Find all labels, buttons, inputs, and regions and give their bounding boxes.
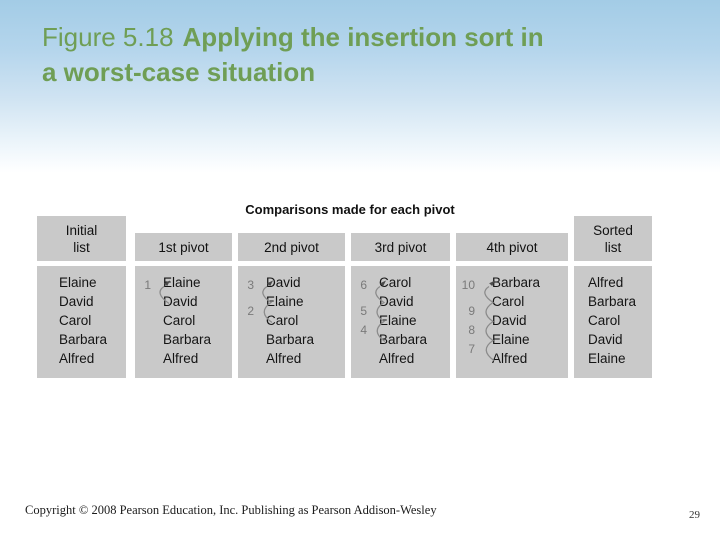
list-name: Elaine bbox=[59, 275, 97, 290]
name-list: 6 5 4 Carol David Elaine Barbara Alfred bbox=[351, 266, 450, 378]
comparison-number: 8 bbox=[468, 323, 475, 337]
columns-row: Initial list Elaine David Carol Barbara … bbox=[30, 216, 652, 378]
list-name: Barbara bbox=[266, 332, 315, 347]
list-name: Elaine bbox=[588, 351, 626, 366]
list-name: David bbox=[379, 294, 414, 309]
list-name: Elaine bbox=[492, 332, 530, 347]
list-name: Alfred bbox=[59, 351, 95, 366]
column-header: Initial list bbox=[37, 216, 126, 261]
list-name: Elaine bbox=[163, 275, 201, 290]
list-name: David bbox=[492, 313, 527, 328]
list-name: Carol bbox=[492, 294, 525, 309]
comparison-number: 7 bbox=[468, 342, 475, 356]
comparison-number: 4 bbox=[360, 323, 367, 337]
list-name: Carol bbox=[266, 313, 299, 328]
list-name: Alfred bbox=[163, 351, 199, 366]
list-name: Alfred bbox=[379, 351, 415, 366]
slide-title: Figure 5.18 Applying the insertion sort i… bbox=[42, 20, 682, 90]
comparison-arcs-icon bbox=[159, 280, 170, 305]
list-name: Barbara bbox=[379, 332, 428, 347]
list-name: Barbara bbox=[492, 275, 541, 290]
list-name: Alfred bbox=[588, 275, 624, 290]
column-3rd-pivot: 3rd pivot 6 5 4 Carol David Elaine Barba… bbox=[351, 216, 450, 378]
list-name: David bbox=[266, 275, 301, 290]
comparison-arcs-icon bbox=[262, 280, 273, 324]
title-bold-line1: Applying the insertion sort in bbox=[182, 22, 544, 52]
name-list: 1 Elaine David Carol Barbara Alfred bbox=[135, 266, 232, 378]
title-bold-line2: a worst-case situation bbox=[42, 57, 316, 87]
comparison-number: 1 bbox=[144, 278, 151, 292]
name-list: 10 9 8 7 Barbara Carol David Elaine Alfr… bbox=[456, 266, 568, 378]
figure-caption: Comparisons made for each pivot bbox=[245, 202, 455, 217]
comparison-number: 3 bbox=[247, 278, 254, 292]
comparison-number: 10 bbox=[461, 278, 475, 292]
column-4th-pivot: 4th pivot 10 9 8 7 Barbara Carol David E… bbox=[456, 216, 568, 378]
column-header: 4th pivot bbox=[456, 233, 568, 261]
column-header: 3rd pivot bbox=[351, 233, 450, 261]
list-name: Barbara bbox=[59, 332, 108, 347]
column-initial-list: Initial list Elaine David Carol Barbara … bbox=[37, 216, 126, 378]
list-name: David bbox=[588, 332, 623, 347]
list-name: Carol bbox=[59, 313, 92, 328]
name-list: 3 2 David Elaine Carol Barbara Alfred bbox=[238, 266, 345, 378]
comparison-number: 5 bbox=[360, 304, 367, 318]
list-name: Carol bbox=[163, 313, 196, 328]
column-header: Sorted list bbox=[574, 216, 652, 261]
comparison-number: 2 bbox=[247, 304, 254, 318]
list-name: Elaine bbox=[379, 313, 417, 328]
comparison-arcs-icon bbox=[484, 280, 495, 362]
list-name: Barbara bbox=[163, 332, 212, 347]
column-1st-pivot: 1st pivot 1 Elaine David Carol Barbara A… bbox=[135, 216, 232, 378]
figure-panel: Comparisons made for each pivot Initial … bbox=[30, 198, 666, 398]
column-sorted-list: Sorted list Alfred Barbara Carol David E… bbox=[574, 216, 652, 378]
column-2nd-pivot: 2nd pivot 3 2 David Elaine Carol Barbara… bbox=[238, 216, 345, 378]
list-name: David bbox=[163, 294, 198, 309]
comparison-arcs-icon bbox=[375, 280, 386, 343]
list-name: Alfred bbox=[492, 351, 528, 366]
figure-number-label: Figure 5.18 bbox=[42, 22, 174, 52]
comparison-number: 6 bbox=[360, 278, 367, 292]
name-list: Elaine David Carol Barbara Alfred bbox=[37, 266, 126, 378]
list-name: Alfred bbox=[266, 351, 302, 366]
list-name: Elaine bbox=[266, 294, 304, 309]
list-name: Carol bbox=[379, 275, 412, 290]
page-number: 29 bbox=[689, 509, 700, 521]
list-name: Barbara bbox=[588, 294, 637, 309]
list-name: Carol bbox=[588, 313, 621, 328]
footer-copyright: Copyright © 2008 Pearson Education, Inc.… bbox=[25, 503, 437, 517]
list-name: David bbox=[59, 294, 94, 309]
column-header: 2nd pivot bbox=[238, 233, 345, 261]
name-list: Alfred Barbara Carol David Elaine bbox=[574, 266, 652, 378]
column-header: 1st pivot bbox=[135, 233, 232, 261]
comparison-number: 9 bbox=[468, 304, 475, 318]
